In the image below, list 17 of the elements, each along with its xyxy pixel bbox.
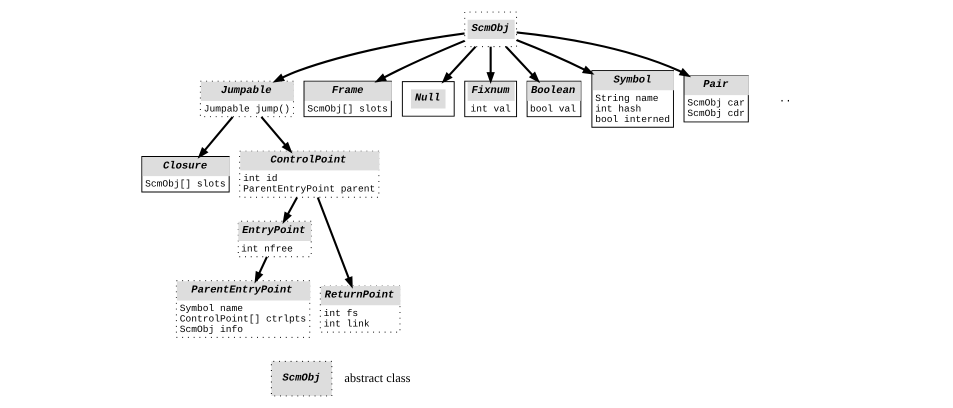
arrow <box>516 39 594 75</box>
arrow <box>316 197 353 289</box>
arrow <box>260 116 292 154</box>
arrow <box>486 46 495 84</box>
arrow <box>282 197 298 224</box>
node-box: Null <box>402 81 455 117</box>
arrow <box>516 31 692 78</box>
node-box: ScmObj <box>464 12 518 48</box>
arrow <box>272 32 465 83</box>
legend-label: abstract class <box>344 370 410 385</box>
arrow <box>374 40 466 83</box>
arrow <box>442 46 476 84</box>
arrow <box>505 46 540 84</box>
label: .. <box>778 94 792 106</box>
label: ScmObj <box>282 372 320 384</box>
arrow <box>254 256 268 284</box>
arrow <box>198 116 234 159</box>
